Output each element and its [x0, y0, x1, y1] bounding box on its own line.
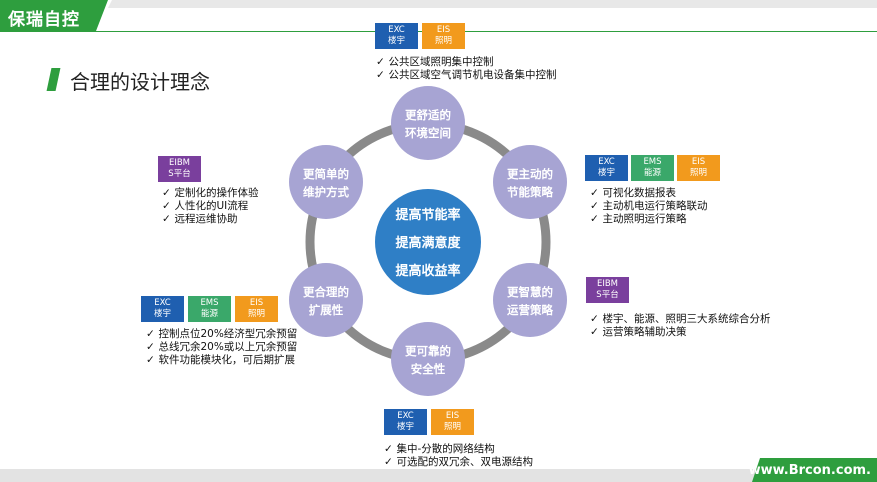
- badge-ems-line-1: EMS: [200, 298, 219, 308]
- page-title: 合理的设计理念: [70, 70, 210, 94]
- feature-list-bottom: 集中-分散的网络结构 可选配的双冗余、双电源结构: [384, 443, 533, 469]
- node-upper-right-line-1: 更主动的: [507, 167, 553, 181]
- badge-eibms-line-1: EIBM: [168, 158, 191, 168]
- node-upper-left: 更简单的 维护方式: [289, 145, 363, 219]
- badge-eis-line-1: EIS: [249, 298, 264, 308]
- node-upper-left-line-2: 维护方式: [303, 185, 349, 199]
- node-bottom-line-1: 更可靠的: [405, 344, 451, 358]
- feature-list-lower-left: 控制点位20%经济型冗余预留 总线冗余20%或以上冗余预留 软件功能模块化，可后…: [146, 328, 297, 367]
- badge-ems-line-2: 能源: [643, 168, 661, 178]
- badge-eis-line-2: 照明: [247, 309, 265, 319]
- feature-list-lower-right: 楼宇、能源、照明三大系统综合分析 运营策略辅助决策: [590, 313, 770, 339]
- feature-list-upper-right: 可视化数据报表 主动机电运行策略联动 主动照明运行策略: [590, 187, 707, 226]
- footer-bar: [0, 458, 877, 482]
- badge-eis-line-1: EIS: [445, 411, 460, 421]
- badge-eibms-line-1: EIBM: [596, 279, 619, 289]
- badge-exc-line-2: 楼宇: [597, 168, 615, 178]
- badge-exc-line-1: EXC: [598, 157, 615, 167]
- list-item: 运营策略辅助决策: [590, 326, 770, 339]
- badge-ems: EMS 能源: [631, 155, 674, 181]
- badge-exc: EXC 楼宇: [585, 155, 628, 181]
- node-lower-right: 更智慧的 运营策略: [493, 263, 567, 337]
- node-top: 更舒适的 环境空间: [391, 86, 465, 160]
- node-top-line-2: 环境空间: [405, 126, 451, 140]
- badge-eibms-line-2: S平台: [596, 290, 619, 300]
- list-item: 主动机电运行策略联动: [590, 200, 707, 213]
- node-lower-left-line-1: 更合理的: [303, 285, 349, 299]
- badge-eibms: EIBM S平台: [158, 156, 201, 182]
- badge-eis-line-2: 照明: [434, 36, 452, 46]
- list-item: 公共区域空气调节机电设备集中控制: [376, 69, 556, 82]
- badge-exc-line-2: 楼宇: [387, 36, 405, 46]
- center-line-3: 提高收益率: [395, 263, 460, 279]
- list-item: 可选配的双冗余、双电源结构: [384, 456, 533, 469]
- badge-exc-line-1: EXC: [397, 411, 414, 421]
- list-item: 控制点位20%经济型冗余预留: [146, 328, 297, 341]
- badge-eis-line-1: EIS: [691, 157, 706, 167]
- node-bottom: 更可靠的 安全性: [391, 322, 465, 396]
- node-lower-right-line-1: 更智慧的: [507, 285, 553, 299]
- list-item: 远程运维协助: [162, 213, 258, 226]
- list-item: 定制化的操作体验: [162, 187, 258, 200]
- list-item: 软件功能模块化，可后期扩展: [146, 354, 297, 367]
- badge-eis: EIS 照明: [235, 296, 278, 322]
- center-line-2: 提高满意度: [395, 235, 461, 251]
- brand-logo-text: 保瑞自控: [8, 10, 80, 30]
- badge-eis-line-2: 照明: [689, 168, 707, 178]
- list-item: 可视化数据报表: [590, 187, 707, 200]
- badge-exc: EXC 楼宇: [141, 296, 184, 322]
- badge-eibms: EIBM S平台: [586, 277, 629, 303]
- node-top-line-1: 更舒适的: [405, 108, 451, 122]
- badge-eis-line-1: EIS: [436, 25, 451, 35]
- node-bottom-line-2: 安全性: [411, 362, 446, 376]
- node-lower-left: 更合理的 扩展性: [289, 263, 363, 337]
- feature-list-upper-left: 定制化的操作体验 人性化的UI流程 远程运维协助: [162, 187, 258, 226]
- list-item: 公共区域照明集中控制: [376, 56, 556, 69]
- badge-exc-line-1: EXC: [388, 25, 405, 35]
- center-circle: [375, 189, 481, 295]
- badge-ems-line-2: 能源: [200, 309, 218, 319]
- badge-ems-line-1: EMS: [643, 157, 662, 167]
- badge-exc-line-2: 楼宇: [396, 422, 414, 432]
- badge-eis: EIS 照明: [677, 155, 720, 181]
- badge-eis: EIS 照明: [431, 409, 474, 435]
- node-lower-left-line-2: 扩展性: [309, 303, 344, 317]
- footer-website-link[interactable]: www.Brcon.com.: [748, 463, 871, 478]
- badge-exc-line-1: EXC: [154, 298, 171, 308]
- badge-ems: EMS 能源: [188, 296, 231, 322]
- node-upper-left-line-1: 更简单的: [303, 167, 349, 181]
- node-lower-right-line-2: 运营策略: [507, 303, 553, 317]
- badge-exc: EXC 楼宇: [375, 23, 418, 49]
- center-line-1: 提高节能率: [395, 207, 460, 223]
- list-item: 人性化的UI流程: [162, 200, 258, 213]
- badge-exc: EXC 楼宇: [384, 409, 427, 435]
- list-item: 楼宇、能源、照明三大系统综合分析: [590, 313, 770, 326]
- badge-eis-line-2: 照明: [443, 422, 461, 432]
- badge-eis: EIS 照明: [422, 23, 465, 49]
- feature-list-top: 公共区域照明集中控制 公共区域空气调节机电设备集中控制: [376, 56, 556, 82]
- list-item: 主动照明运行策略: [590, 213, 707, 226]
- list-item: 总线冗余20%或以上冗余预留: [146, 341, 297, 354]
- badge-exc-line-2: 楼宇: [153, 309, 171, 319]
- list-item: 集中-分散的网络结构: [384, 443, 533, 456]
- node-upper-right: 更主动的 节能策略: [493, 145, 567, 219]
- badge-eibms-line-2: S平台: [168, 169, 191, 179]
- node-upper-right-line-2: 节能策略: [507, 185, 553, 199]
